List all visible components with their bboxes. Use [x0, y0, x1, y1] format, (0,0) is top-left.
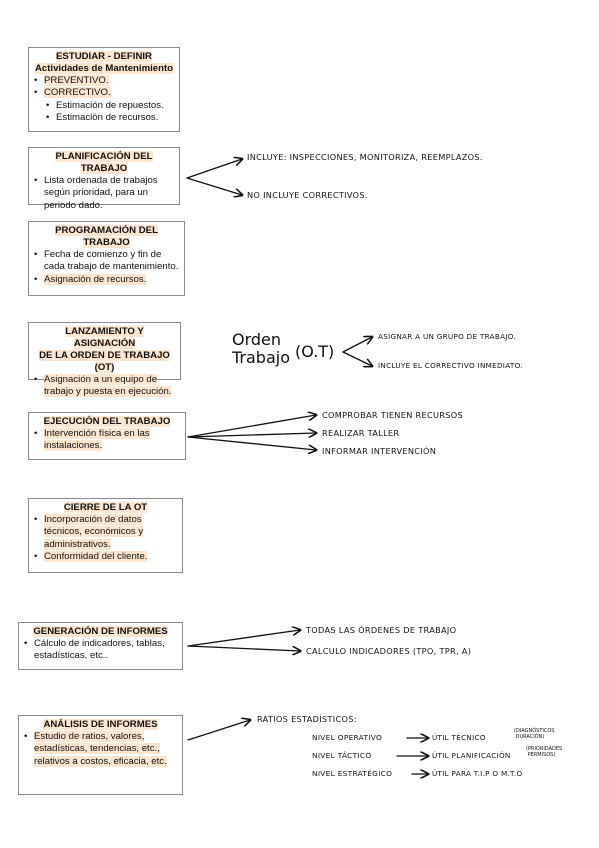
- note-ot-line1: Orden: [232, 330, 282, 349]
- list-item: Fecha de comienzo y fin de cada trabajo …: [34, 249, 179, 274]
- box-generacion: GENERACIÓN DE INFORMES Cálculo de indica…: [18, 622, 183, 670]
- box-estudiar-definir: ESTUDIAR - DEFINIR Actividades de Manten…: [28, 47, 180, 132]
- arrow-line: [187, 645, 300, 651]
- note-use-tactico: útil planificación: [432, 751, 511, 760]
- note-use-estrategico: útil para T.I.P o M.T.O: [432, 769, 523, 778]
- note-correctivo: Incluye el correctivo inmediato.: [378, 361, 523, 370]
- list-item: Conformidad del cliente.: [34, 551, 177, 564]
- note-ot-line2: Trabajo: [232, 348, 290, 367]
- box-planificacion: PLANIFICACIÓN DEL TRABAJO Lista ordenada…: [28, 147, 180, 211]
- list-item: Asignación a un equipo de trabajo y pues…: [34, 374, 175, 399]
- note-use-operativo: útil técnico: [432, 733, 486, 742]
- arrow-line: [186, 159, 242, 179]
- arrow-line: [187, 720, 250, 741]
- note-realizar: Realizar taller: [322, 428, 400, 438]
- box-title: ESTUDIAR - DEFINIR: [56, 51, 152, 62]
- item-list: PREVENTIVO. CORRECTIVO. Estimación de re…: [34, 75, 174, 125]
- box-subtitle: Actividades de Mantenimiento: [34, 63, 174, 74]
- item-list: Incorporación de datos técnicos, económi…: [34, 514, 177, 564]
- box-ejecucion: EJECUCIÓN DEL TRABAJO Intervención físic…: [28, 412, 186, 460]
- note-level-estrategico: Nivel estratégico: [312, 769, 393, 778]
- note-level-operativo: Nivel operativo: [312, 733, 383, 742]
- list-item: Estimación de recursos.: [34, 112, 174, 125]
- list-item: Lista ordenada de trabajos según priorid…: [34, 175, 174, 212]
- list-item: CORRECTIVO.: [34, 87, 174, 100]
- note-incluye: Incluye: Inspecciones, monitoriza, reemp…: [247, 152, 483, 162]
- arrow-line: [187, 630, 300, 647]
- list-item: PREVENTIVO.: [34, 75, 174, 88]
- note-todas-ordenes: Todas las órdenes de trabajo: [306, 625, 457, 635]
- item-list: Lista ordenada de trabajos según priorid…: [34, 175, 174, 212]
- note-level-tactico: Nivel táctico: [312, 751, 372, 760]
- note-comprobar: Comprobar tienen recursos: [322, 410, 464, 420]
- box-title: LANZAMIENTO Y ASIGNACIÓN: [65, 326, 144, 349]
- item-list: Intervención física en las instalaciones…: [34, 428, 180, 453]
- list-item: Estimación de repuestos.: [34, 100, 174, 113]
- arrow-line: [342, 337, 372, 353]
- note-ratios-header: Ratios estadísticos:: [257, 714, 357, 724]
- box-title: GENERACIÓN DE INFORMES: [33, 626, 168, 637]
- box-cierre: CIERRE DE LA OT Incorporación de datos t…: [28, 498, 183, 573]
- box-title: ANÁLISIS DE INFORMES: [43, 719, 158, 730]
- arrow-line: [187, 415, 316, 438]
- item-list: Estudio de ratios, valores, estadísticas…: [24, 731, 177, 768]
- note-detail-tactico: (prioridades permisos): [526, 746, 563, 758]
- item-list: Asignación a un equipo de trabajo y pues…: [34, 374, 175, 399]
- box-analisis: ANÁLISIS DE INFORMES Estudio de ratios, …: [18, 715, 183, 795]
- arrow-line: [186, 177, 242, 195]
- note-informar: Informar intervención: [322, 446, 437, 456]
- box-lanzamiento: LANZAMIENTO Y ASIGNACIÓN DE LA ORDEN DE …: [28, 322, 181, 398]
- box-title: CIERRE DE LA OT: [63, 502, 148, 513]
- list-item: Intervención física en las instalaciones…: [34, 428, 180, 453]
- box-programacion: PROGRAMACIÓN DEL TRABAJO Fecha de comien…: [28, 221, 185, 296]
- box-title: EJECUCIÓN DEL TRABAJO: [43, 416, 171, 427]
- list-item: Asignación de recursos.: [34, 273, 179, 287]
- note-calculo: Calculo indicadores (TPO, TPR, A): [306, 646, 472, 656]
- note-no-incluye: No incluye correctivos.: [247, 190, 368, 200]
- arrow-line: [342, 351, 372, 366]
- note-detail-operativo: (diagnósticos duración): [514, 728, 555, 740]
- note-ot-paren: (O.T): [295, 342, 335, 361]
- list-item: Estudio de ratios, valores, estadísticas…: [24, 731, 177, 768]
- list-item: Incorporación de datos técnicos, económi…: [34, 514, 177, 551]
- note-asignar: Asignar a un grupo de trabajo.: [378, 332, 516, 341]
- item-list: Cálculo de indicadores, tablas, estadíst…: [24, 638, 177, 663]
- arrow-line: [187, 433, 316, 437]
- list-item: Cálculo de indicadores, tablas, estadíst…: [24, 638, 177, 663]
- item-list: Fecha de comienzo y fin de cada trabajo …: [34, 249, 179, 287]
- arrow-line: [187, 436, 316, 450]
